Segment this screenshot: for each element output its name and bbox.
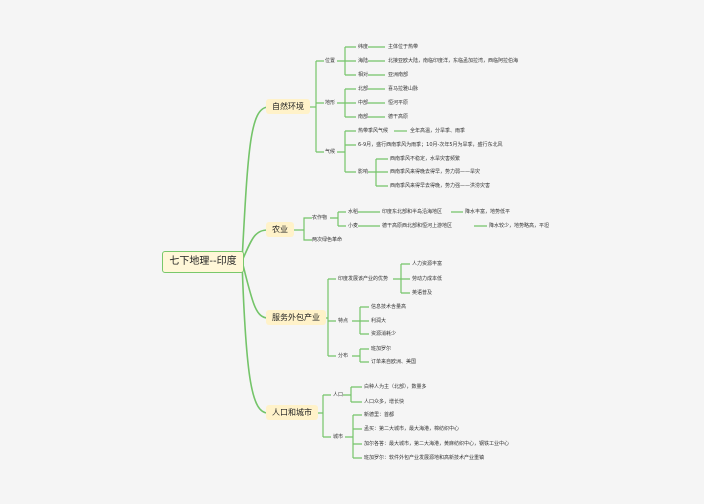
node-city-3[interactable]: 加尔各答：最大城市，第二大海港，黄麻纺织中心，钢铁工业中心	[364, 441, 510, 447]
node-relative[interactable]: 相对	[358, 72, 369, 78]
node-city-4[interactable]: 班加罗尔：软件外包产业发展源地和高新技术产业重镇	[364, 455, 485, 461]
node-climate[interactable]: 气候	[325, 149, 336, 155]
node-relative-value[interactable]: 亚洲南部	[388, 72, 409, 78]
node-impact-3[interactable]: 西南季风来得早去得晚，势力强——洪涝灾害	[390, 183, 491, 189]
node-land-sea-value[interactable]: 北接亚欧大陆，南临印度洋，东临孟加拉湾，西临阿拉伯海	[388, 58, 519, 64]
branch-agriculture[interactable]: 农业	[266, 222, 294, 237]
node-wheat[interactable]: 小麦	[348, 223, 359, 229]
node-terrain[interactable]: 地形	[325, 100, 336, 106]
node-population-1[interactable]: 白种人为主（北部），数量多	[364, 384, 427, 390]
node-south-value[interactable]: 德干高原	[388, 114, 409, 120]
node-north[interactable]: 北部	[358, 86, 369, 92]
node-monsoon-months[interactable]: 6-9月，盛行西南季风为雨季；10月-次年5月为旱季，盛行东北风	[358, 142, 503, 148]
node-impact[interactable]: 影响	[358, 169, 369, 175]
node-middle[interactable]: 中部	[358, 100, 369, 106]
node-cities[interactable]: 城市	[333, 434, 344, 440]
node-crops[interactable]: 农作物	[312, 215, 328, 221]
node-distribution-1[interactable]: 班加罗尔	[371, 346, 392, 352]
node-advantages[interactable]: 印度发展该产业的优势	[338, 276, 389, 282]
branch-service[interactable]: 服务外包产业	[266, 310, 326, 325]
node-feature-3[interactable]: 资源消耗少	[371, 331, 397, 337]
node-distribution[interactable]: 分布	[338, 353, 349, 359]
node-advantage-3[interactable]: 英语普及	[412, 290, 433, 296]
node-rice-condition[interactable]: 降水丰富，地势低平	[465, 209, 511, 215]
node-population[interactable]: 人口	[333, 392, 344, 398]
node-rice-region[interactable]: 印度东北部和半岛沿海地区	[382, 209, 443, 215]
branch-population[interactable]: 人口和城市	[266, 405, 318, 420]
node-tropical-monsoon[interactable]: 热带季风气候	[358, 128, 389, 134]
node-land-sea[interactable]: 海陆	[358, 58, 369, 64]
node-city-1[interactable]: 新德里：首都	[364, 412, 395, 418]
node-wheat-region[interactable]: 德干高原西北部和恒河上游地区	[382, 223, 453, 229]
node-features[interactable]: 特点	[338, 318, 349, 324]
node-tropical-monsoon-value[interactable]: 全年高温，分旱季、雨季	[410, 128, 466, 134]
node-wheat-condition[interactable]: 降水较少，地势略高，平坦	[489, 223, 550, 229]
node-impact-2[interactable]: 西南季风来得晚去得早，势力弱——旱灾	[390, 169, 481, 175]
node-latitude-value[interactable]: 主体位于热带	[388, 44, 419, 50]
node-city-2[interactable]: 孟买：第二大城市，最大海港，棉纺织中心	[364, 426, 460, 432]
node-south[interactable]: 南部	[358, 114, 369, 120]
node-rice[interactable]: 水稻	[348, 209, 359, 215]
node-advantage-1[interactable]: 人力资源丰富	[412, 261, 443, 267]
node-feature-2[interactable]: 利润大	[371, 318, 387, 324]
root-topic[interactable]: 七下地理--印度	[162, 251, 244, 273]
node-north-value[interactable]: 喜马拉雅山脉	[388, 86, 419, 92]
node-latitude[interactable]: 纬度	[358, 44, 369, 50]
node-middle-value[interactable]: 恒河平原	[388, 100, 409, 106]
node-distribution-2[interactable]: 订单来自欧洲、美国	[371, 359, 417, 365]
node-population-2[interactable]: 人口众多，增长快	[364, 399, 405, 405]
node-impact-1[interactable]: 西南季风不稳定，水旱灾害频繁	[390, 156, 461, 162]
node-feature-1[interactable]: 信息技术含量高	[371, 304, 407, 310]
node-location[interactable]: 位置	[325, 58, 336, 64]
node-advantage-2[interactable]: 劳动力成本低	[412, 276, 443, 282]
node-green-revolution[interactable]: 两次绿色革命	[312, 237, 343, 243]
branch-nature[interactable]: 自然环境	[266, 99, 310, 114]
